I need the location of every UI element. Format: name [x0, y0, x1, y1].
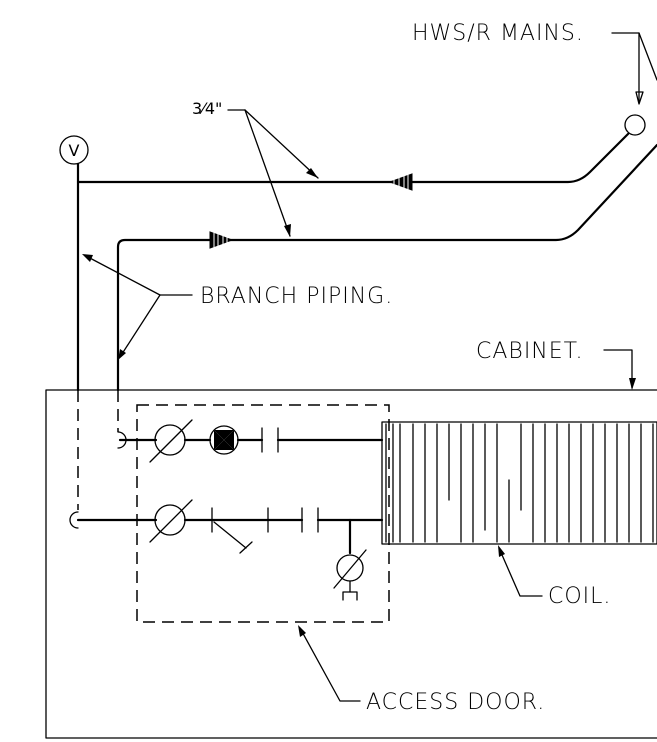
- supply-line-components: [117, 419, 384, 463]
- vent-symbol: [59, 135, 89, 165]
- leader-cabinet: [603, 349, 636, 390]
- label-coil: COIL.: [548, 584, 611, 609]
- label-hwsr-mains: HWS/R MAINS.: [412, 21, 584, 46]
- leader-mains: [611, 32, 657, 105]
- supply-pipe: [116, 143, 657, 392]
- return-pipe: [76, 132, 630, 184]
- label-pipe-size: 3⁄4": [192, 99, 222, 118]
- label-cabinet: CABINET.: [476, 339, 583, 364]
- label-access-door: ACCESS DOOR.: [366, 690, 545, 715]
- return-elbow-symbol: [69, 511, 79, 529]
- leader-pipe-size: [227, 109, 319, 237]
- leader-branch-piping: [82, 254, 193, 360]
- vent-symbol-label: V: [69, 141, 80, 160]
- flow-arrow-return: [388, 173, 413, 191]
- label-branch-piping: BRANCH PIPING.: [200, 284, 393, 309]
- balancing-valve-return: [154, 504, 186, 536]
- access-door-outline: [136, 404, 390, 623]
- return-line-components: [69, 499, 384, 601]
- flow-arrow-supply: [209, 231, 234, 249]
- balancing-valve-supply: [154, 424, 186, 456]
- cabinet-outline: [45, 389, 657, 739]
- leader-access-door: [298, 625, 361, 702]
- coil: [381, 421, 657, 545]
- leader-coil: [498, 545, 543, 597]
- mains-pipe-section: [624, 114, 646, 136]
